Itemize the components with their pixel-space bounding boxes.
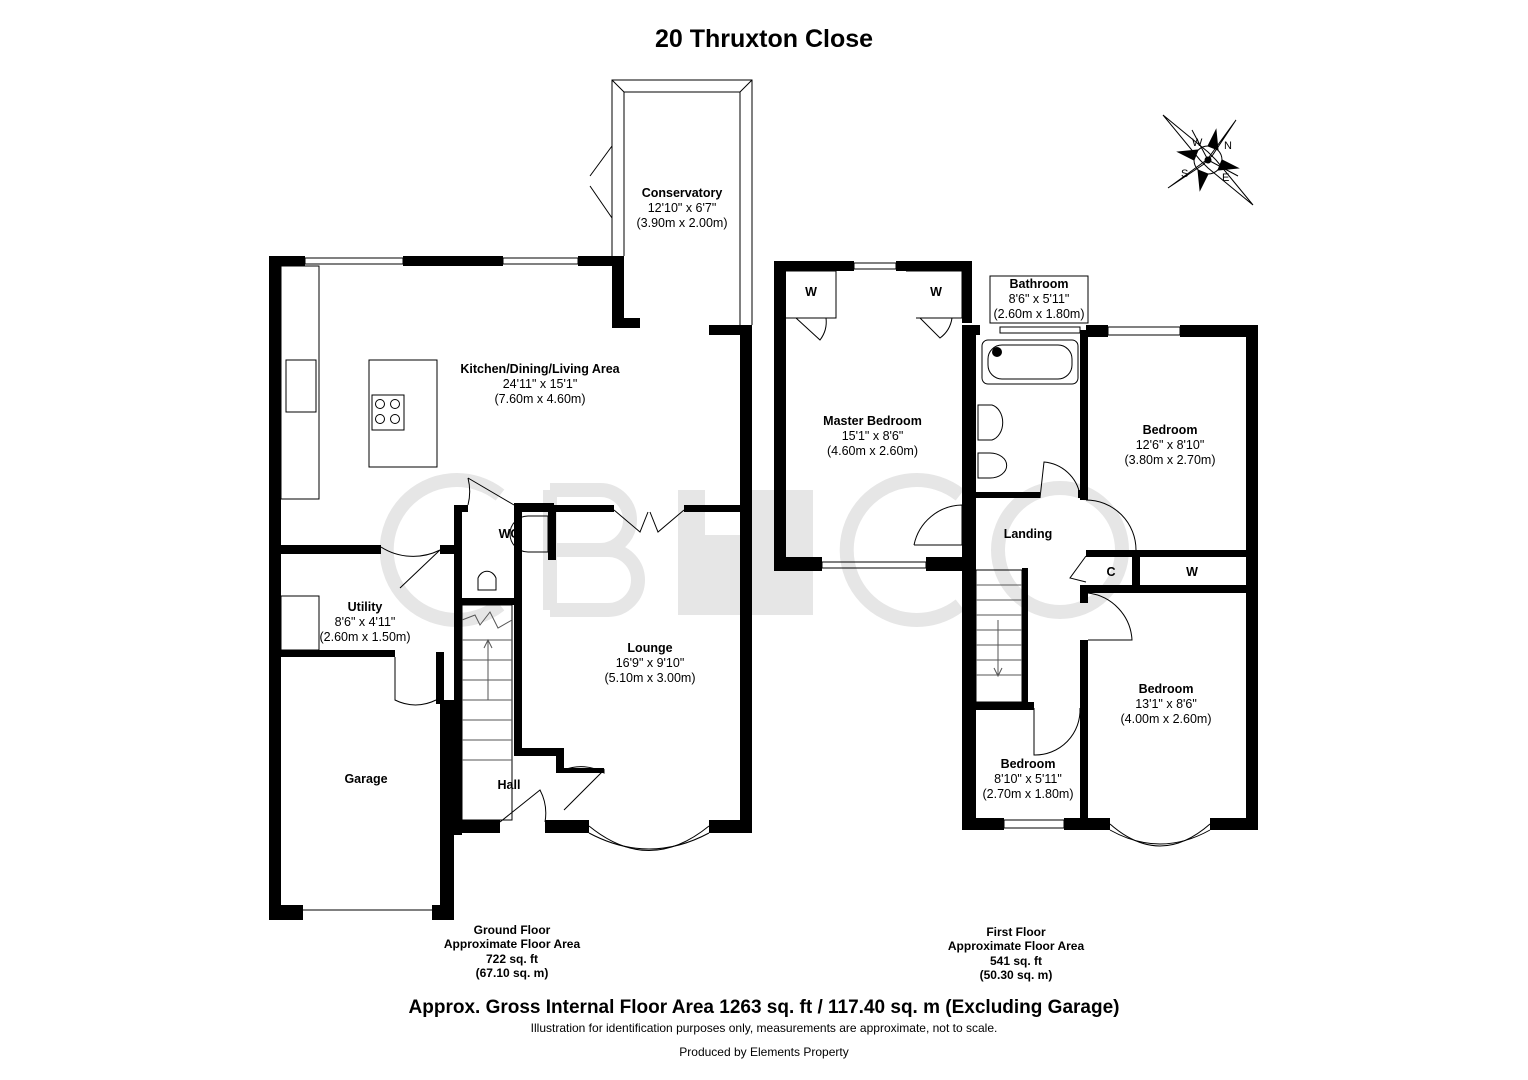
disclaimer: Illustration for identification purposes… [530,1021,998,1035]
room-bedroom-2: Bedroom 12'6" x 8'10" (3.80m x 2.70m) [1124,423,1216,467]
first-floor-walls [774,261,1258,830]
room-utility: Utility 8'6" x 4'11" (2.60m x 1.50m) [319,600,411,644]
compass-e: E [1222,172,1230,184]
wardrobe-2: W [930,285,942,299]
page-title: 20 Thruxton Close [654,25,874,53]
room-hall: Hall [497,778,521,792]
room-lounge: Lounge 16'9" x 9'10" (5.10m x 3.00m) [604,641,696,685]
cupboard: C [1106,565,1116,579]
room-bathroom: Bathroom 8'6" x 5'11" (2.60m x 1.80m) [993,277,1085,321]
compass-s: S [1181,168,1189,180]
ground-floor-walls [269,256,752,920]
wardrobe-1: W [805,285,817,299]
room-bedroom-3: Bedroom 13'1" x 8'6" (4.00m x 2.60m) [1120,682,1212,726]
first-floor-area: First Floor Approximate Floor Area 541 s… [947,925,1085,983]
room-garage: Garage [344,772,388,786]
room-master-bedroom: Master Bedroom 15'1" x 8'6" (4.60m x 2.6… [823,414,922,458]
gross-floor-area: Approx. Gross Internal Floor Area 1263 s… [408,997,1120,1018]
wardrobe-3: W [1186,565,1198,579]
room-bedroom-4: Bedroom 8'10" x 5'11" (2.70m x 1.80m) [982,757,1074,801]
room-conservatory: Conservatory 12'10" x 6'7" (3.90m x 2.00… [636,186,728,230]
compass-w: W [1192,137,1203,149]
room-wc: WC [498,527,520,541]
compass-n: N [1224,140,1232,152]
room-kitchen-dining-living: Kitchen/Dining/Living Area 24'11" x 15'1… [460,362,620,406]
room-landing: Landing [1003,527,1053,541]
ground-floor-windows [303,79,753,911]
first-floor-windows [786,262,1246,847]
produced-by: Produced by Elements Property [679,1045,849,1059]
ground-floor-doors [280,145,685,823]
compass-rose-icon [1162,114,1254,206]
ground-floor-area: Ground Floor Approximate Floor Area 722 … [443,923,581,981]
